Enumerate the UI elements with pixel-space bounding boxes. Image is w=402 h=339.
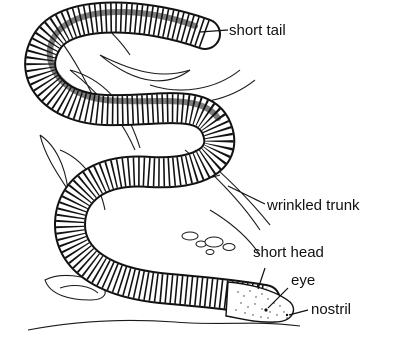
label-short-head: short head <box>253 244 324 261</box>
label-nostril: nostril <box>311 301 351 318</box>
eye-dot <box>264 308 267 311</box>
caecilian-body <box>40 12 265 300</box>
leader-wrinkled-trunk <box>228 186 265 204</box>
caecilian-head <box>226 282 294 322</box>
label-eye: eye <box>291 272 315 289</box>
nostril-dot <box>286 314 288 316</box>
label-short-tail: short tail <box>229 22 286 39</box>
label-wrinkled-trunk: wrinkled trunk <box>266 197 360 214</box>
